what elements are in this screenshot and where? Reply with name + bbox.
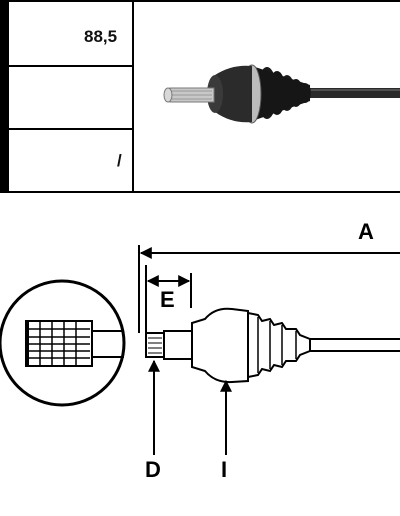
label-dimension-d: D — [145, 457, 161, 482]
dimension-e-line — [145, 265, 192, 333]
label-dimension-i: I — [221, 457, 228, 482]
shaft-outline-drawing — [145, 307, 400, 384]
spline-detail-magnifier — [0, 279, 126, 407]
dimension-a-line — [138, 245, 400, 333]
drive-shaft-photo — [163, 64, 400, 124]
label-dimension-e: E — [160, 287, 175, 312]
dimension-diagram: A E D I — [0, 193, 400, 516]
diagram-drawing — [0, 245, 400, 455]
spec-table: 88,5 / — [0, 0, 400, 193]
spec-value-row-3: / — [117, 151, 122, 170]
spec-value-row-1: 88,5 — [84, 27, 118, 46]
left-bar — [0, 0, 9, 193]
spec-table-grid — [0, 0, 400, 193]
label-dimension-a: A — [358, 219, 374, 244]
